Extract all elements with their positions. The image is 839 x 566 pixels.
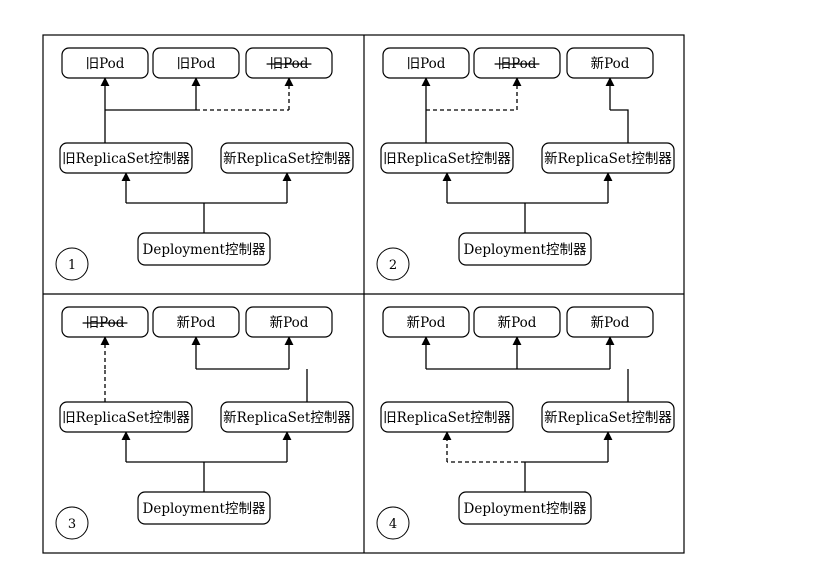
pod-box-3: 旧Pod	[245, 47, 333, 79]
pod-box-1: 旧Pod	[61, 306, 149, 338]
step-number: 4	[389, 517, 397, 532]
new-replicaset-controller-label: 新ReplicaSet控制器	[223, 410, 351, 426]
pod-box-1: 旧Pod	[382, 47, 470, 79]
pod-box-1-label: 旧Pod	[86, 56, 125, 72]
step-number-badge: 3	[55, 506, 89, 540]
pod-box-2: 新Pod	[473, 306, 561, 338]
new-replicaset-controller: 新ReplicaSet控制器	[220, 142, 354, 174]
pod-box-2: 新Pod	[152, 306, 240, 338]
panel-2: 旧Pod 旧Pod 新Pod 旧ReplicaSet控制器 新ReplicaSet控制器…	[376, 47, 675, 281]
step-number: 1	[68, 258, 76, 273]
deployment-controller: Deployment控制器	[137, 491, 271, 525]
new-replicaset-controller-label: 新ReplicaSet控制器	[223, 151, 351, 167]
new-rs-link	[610, 109, 629, 143]
pod-box-3-label: 新Pod	[591, 315, 630, 331]
new-replicaset-controller: 新ReplicaSet控制器	[541, 401, 675, 433]
old-replicaset-controller: 旧ReplicaSet控制器	[380, 142, 514, 174]
pod-box-3: 新Pod	[566, 306, 654, 338]
new-replicaset-controller-label: 新ReplicaSet控制器	[544, 151, 672, 167]
step-number-badge: 2	[376, 247, 410, 281]
step-number: 2	[389, 258, 397, 273]
pod-box-1: 旧Pod	[61, 47, 149, 79]
pod-box-2-label: 新Pod	[177, 315, 216, 331]
pod-box-1-label: 新Pod	[407, 315, 446, 331]
pod-box-2-label: 旧Pod	[177, 56, 216, 72]
old-replicaset-controller: 旧ReplicaSet控制器	[59, 401, 193, 433]
new-replicaset-controller: 新ReplicaSet控制器	[220, 401, 354, 433]
step-number-badge: 4	[376, 506, 410, 540]
pod-box-1: 新Pod	[382, 306, 470, 338]
pod-box-1-label: 旧Pod	[407, 56, 446, 72]
deployment-controller-label: Deployment控制器	[464, 242, 587, 258]
deployment-controller: Deployment控制器	[137, 232, 271, 266]
panel-4: 新Pod 新Pod 新Pod 旧ReplicaSet控制器 新ReplicaSet控制器…	[376, 306, 675, 540]
pod-box-3: 新Pod	[245, 306, 333, 338]
pod-box-2: 旧Pod	[152, 47, 240, 79]
pod-box-2-label: 新Pod	[498, 315, 537, 331]
deployment-controller-label: Deployment控制器	[143, 501, 266, 517]
step-number: 3	[68, 517, 76, 532]
panel-1: 旧Pod 旧Pod 旧Pod 旧ReplicaSet控制器 新ReplicaSet控制器…	[55, 47, 354, 281]
pod-box-2: 旧Pod	[473, 47, 561, 79]
panel-3: 旧Pod 新Pod 新Pod 旧ReplicaSet控制器 新ReplicaSet控制器…	[55, 306, 354, 540]
old-replicaset-controller-label: 旧ReplicaSet控制器	[383, 151, 511, 167]
pod-box-3-label: 新Pod	[270, 315, 309, 331]
old-replicaset-controller: 旧ReplicaSet控制器	[59, 142, 193, 174]
pod-box-3-label: 新Pod	[591, 56, 630, 72]
deployment-controller: Deployment控制器	[458, 491, 592, 525]
pod-box-3: 新Pod	[566, 47, 654, 79]
old-replicaset-controller-label: 旧ReplicaSet控制器	[62, 151, 190, 167]
old-replicaset-controller: 旧ReplicaSet控制器	[380, 401, 514, 433]
step-number-badge: 1	[55, 247, 89, 281]
new-replicaset-controller: 新ReplicaSet控制器	[541, 142, 675, 174]
old-replicaset-controller-label: 旧ReplicaSet控制器	[383, 410, 511, 426]
deployment-controller-label: Deployment控制器	[143, 242, 266, 258]
deployment-controller-label: Deployment控制器	[464, 501, 587, 517]
new-replicaset-controller-label: 新ReplicaSet控制器	[544, 410, 672, 426]
deployment-controller: Deployment控制器	[458, 232, 592, 266]
old-replicaset-controller-label: 旧ReplicaSet控制器	[62, 410, 190, 426]
